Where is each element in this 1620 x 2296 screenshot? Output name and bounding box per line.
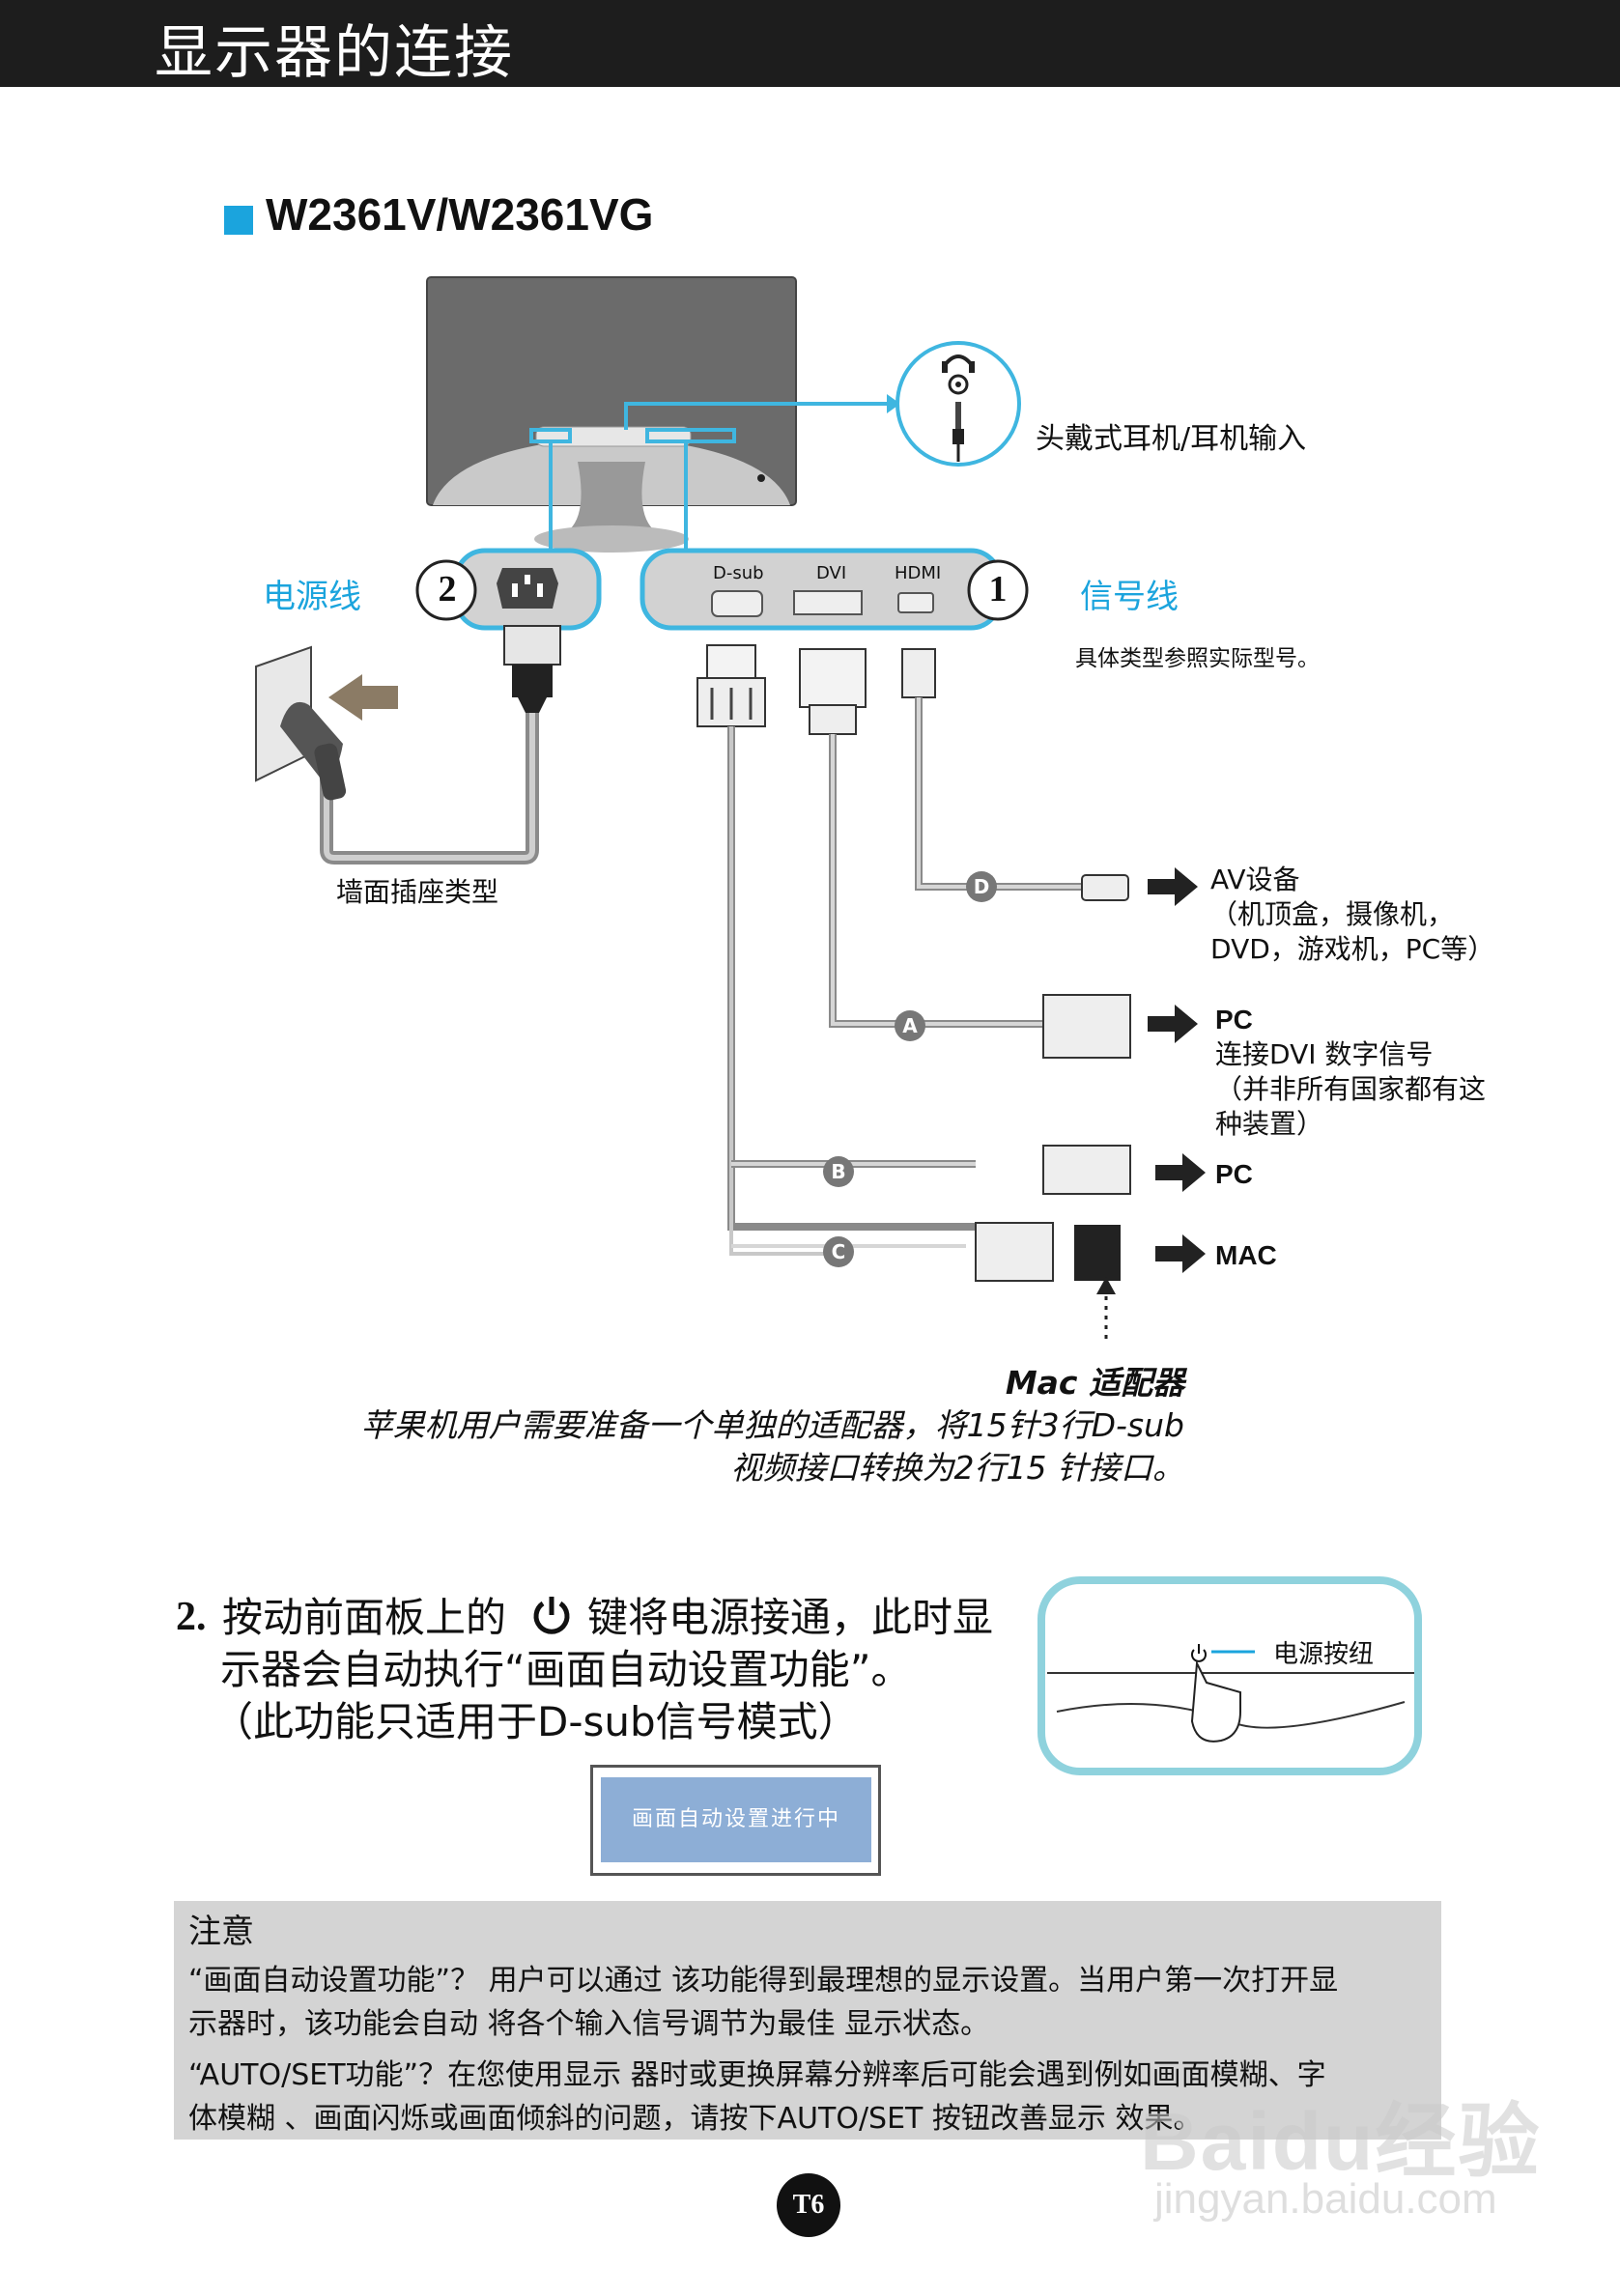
watermark-logo: Baidu经验 [1140,2096,1542,2187]
marker-d [966,871,997,902]
vga-mac-connector [975,1222,1054,1282]
pc-dvi-line1: 连接DVI 数字信号 [1215,1038,1434,1070]
notice-para2-line2: 体模糊 、画面闪烁或画面倾斜的问题，请按下AUTO/SET 按钮改善显示 效果。 [188,2102,1203,2136]
power-cable-label: 电源线 [263,578,361,616]
step-line1-b: 键将电源接通，此时显 [587,1594,994,1641]
step-line3: （此功能只适用于D-sub信号模式） [213,1698,859,1745]
page-title: 显示器的连接 [155,19,514,87]
step-number: 2. [176,1595,207,1639]
osd-panel [601,1777,871,1862]
notice-title: 注意 [188,1913,254,1951]
pc-dvi-line3: 种装置） [1215,1108,1324,1140]
marker-d-label: D [973,875,990,898]
mac-adapter-line1: 苹果机用户需要准备一个单独的适配器，将15针3行D-sub [360,1406,1184,1444]
mac-adapter-icon [1074,1225,1121,1281]
step-line1-a: 按动前面板上的 [222,1594,507,1641]
av-device-line1: （机顶盒，摄像机， [1210,898,1455,930]
power-badge: 2 [438,569,457,609]
signal-cable-label: 信号线 [1080,578,1179,616]
marker-c [823,1236,854,1267]
marker-a-label: A [902,1014,918,1037]
step-line2: 示器会自动执行“画面自动设置功能”。 [220,1646,912,1693]
headphone-jack-icon [895,341,1021,467]
monitor-back-illustration [426,276,797,553]
arrow-icons [1148,867,1206,1273]
pc-vga-label: PC [1215,1159,1253,1189]
power-button-illustration [1037,1576,1422,1775]
osd-message: 画面自动设置进行中 [631,1807,840,1831]
marker-c-label: C [831,1240,846,1263]
signal-badge-circle [967,559,1029,621]
pc-dvi-line2: （并非所有国家都有这 [1215,1073,1487,1105]
marker-b-label: B [831,1160,846,1183]
wall-socket-illustration [255,645,398,801]
watermark-url: jingyan.baidu.com [1154,2175,1497,2223]
power-symbol-icon [533,1597,570,1634]
notice-para2-line1: “AUTO/SET功能”？在您使用显示 器时或更换屏幕分辨率后可能会遇到例如画面… [188,2058,1326,2092]
vga-cable-illustration [696,644,976,1256]
mac-adapter-line2: 视频接口转换为2行15 针接口。 [730,1449,1184,1487]
marker-a [895,1010,925,1041]
power-button-label: 电源按纽 [1273,1640,1375,1669]
signal-badge: 1 [988,569,1008,609]
pc-dvi-title: PC [1215,1005,1253,1035]
dvi-cable-illustration [799,648,1131,1059]
notice-box [174,1901,1441,2140]
signal-port-panel [639,548,1003,631]
port-hdmi-label: HDMI [895,563,942,583]
page-number: T6 [777,2173,840,2237]
model-title: W2361V/W2361VG [266,189,654,240]
mac-adapter-title: Mac 适配器 [1005,1364,1184,1402]
av-device-title: AV设备 [1210,864,1300,895]
vga-pc-connector [1042,1145,1131,1195]
power-port-panel [453,548,602,631]
power-button-icon [1191,1644,1207,1662]
wall-socket-label: 墙面插座类型 [336,876,499,908]
marker-b [823,1156,854,1187]
power-badge-circle [415,559,477,621]
port-dvi-label: DVI [816,563,847,583]
mac-label: MAC [1215,1240,1277,1270]
av-device-line2: DVD，游戏机，PC等） [1210,933,1495,965]
model-bullet-icon [224,206,253,235]
port-dsub-label: D-sub [713,563,764,583]
notice-para1-line1: “画面自动设置功能”？ 用户可以通过 该功能得到最理想的显示设置。当用户第一次打… [188,1964,1339,1998]
headphone-label: 头戴式耳机/耳机输入 [1036,422,1307,456]
header-bar [0,0,1620,87]
power-plug-illustration [320,625,561,865]
notice-para1-line2: 示器时，该功能会自动 将各个输入信号调节为最佳 显示状态。 [188,2007,990,2041]
signal-note: 具体类型参照实际型号。 [1075,646,1320,671]
hdmi-cable-illustration [901,648,1129,901]
